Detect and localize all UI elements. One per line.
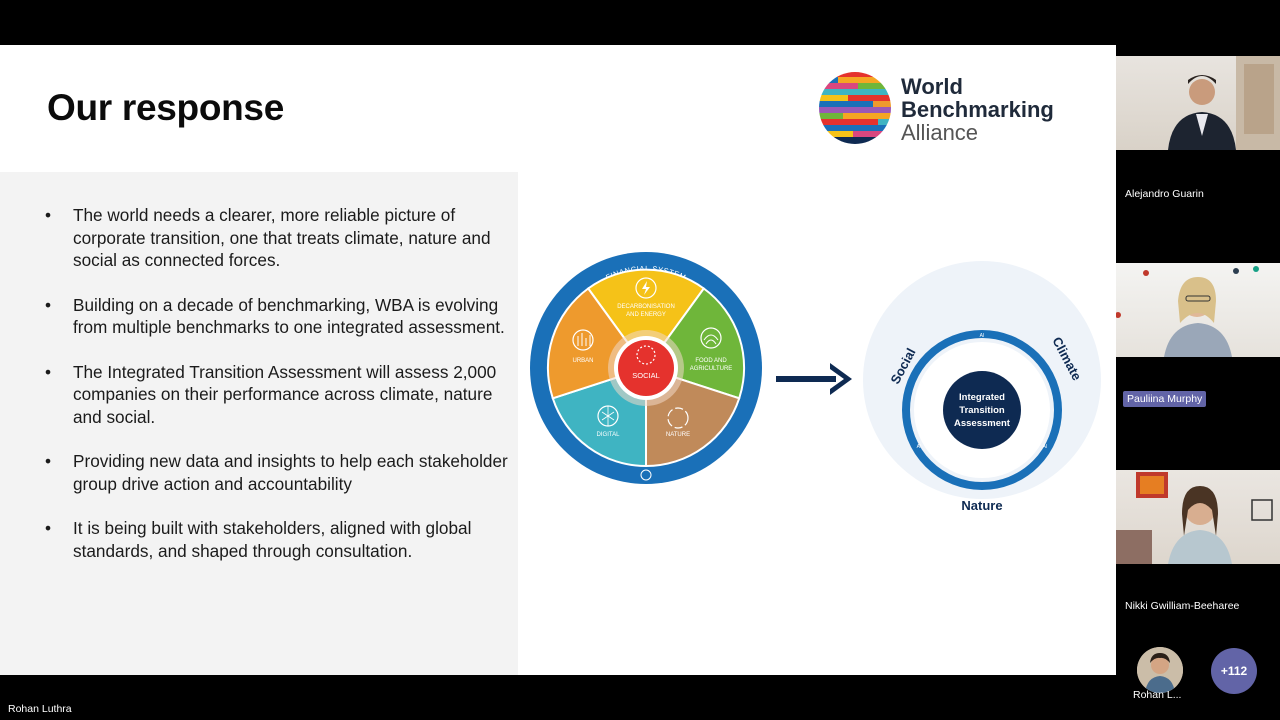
participant-video-image — [1168, 56, 1280, 150]
logo-text-benchmarking: Benchmarking — [901, 97, 1054, 122]
bullet-item: Providing new data and insights to help … — [45, 450, 515, 495]
ai-tag: AI — [980, 333, 985, 339]
avatar-name: Rohan L... — [1133, 689, 1182, 701]
participant-video-image — [1116, 266, 1259, 357]
participant-video-image — [1116, 472, 1273, 564]
wba-small-icon — [640, 469, 652, 481]
food-agriculture-label-2: AGRICULTURE — [690, 366, 733, 372]
presenter-name: Rohan Luthra — [8, 703, 72, 715]
wba-logo-mark-icon — [819, 72, 891, 144]
ai-ring — [902, 330, 1062, 490]
ita-center — [943, 371, 1021, 449]
social-center — [618, 340, 674, 396]
nature-label: NATURE — [666, 432, 690, 438]
logo-text-alliance: Alliance — [901, 120, 979, 145]
participant-video-tile[interactable] — [1116, 56, 1280, 150]
participant-avatar[interactable] — [1137, 647, 1183, 693]
participant-video-tile[interactable] — [1116, 263, 1280, 357]
ita-center-line3: Assessment — [954, 418, 1011, 429]
bullets-panel: The world needs a clearer, more reliable… — [0, 172, 518, 675]
more-participants-button[interactable]: +112 — [1211, 648, 1257, 694]
decarbonisation-label-2: AND ENERGY — [626, 312, 666, 318]
wba-logo: World Benchmarking Alliance — [818, 71, 1078, 147]
segment-decarbonisation — [586, 268, 706, 370]
participant-name: Pauliina Murphy — [1123, 391, 1207, 407]
participant-name: Nikki Gwilliam-Beeharee — [1125, 600, 1240, 612]
bullet-item: Building on a decade of benchmarking, WB… — [45, 294, 515, 339]
urban-label: URBAN — [572, 358, 593, 364]
ai-tag: AI — [1043, 444, 1048, 450]
social-icon — [636, 345, 656, 365]
decarbonisation-label-1: DECARBONISATION — [617, 304, 675, 310]
participants-panel: Alejandro Guarin Pauliina Murphy Nikki G… — [1116, 45, 1280, 675]
nature-label: Nature — [961, 498, 1002, 513]
transition-wheel-diagram: FINANCIAL SYSTEM SOCIAL DECARBONISATION … — [530, 252, 762, 484]
digital-label: DIGITAL — [597, 432, 621, 438]
ai-tag: AI — [917, 444, 922, 450]
avatar-image — [1137, 647, 1183, 693]
nature-icon — [667, 407, 689, 429]
logo-text-world: World — [901, 74, 963, 99]
bullet-item: It is being built with stakeholders, ali… — [45, 517, 515, 562]
bullet-item: The Integrated Transition Assessment wil… — [45, 361, 515, 429]
bottom-bar: Rohan Luthra — [0, 675, 1280, 720]
urban-icon — [572, 329, 594, 351]
energy-icon — [635, 277, 657, 299]
bullet-list: The world needs a clearer, more reliable… — [45, 204, 515, 584]
integrated-assessment-diagram: Integrated Transition Assessment AI AI A… — [863, 261, 1101, 513]
food-agriculture-icon — [700, 327, 722, 349]
food-agriculture-label-1: FOOD AND — [695, 358, 727, 364]
bullet-item: The world needs a clearer, more reliable… — [45, 204, 515, 272]
social-center-label: SOCIAL — [632, 371, 660, 380]
slide-title: Our response — [47, 87, 284, 128]
ita-center-line1: Integrated — [959, 392, 1005, 403]
right-arrow-icon — [776, 363, 852, 395]
ita-center-line2: Transition — [959, 405, 1005, 416]
participant-video-tile[interactable] — [1116, 470, 1280, 564]
participant-name: Alejandro Guarin — [1125, 188, 1204, 200]
